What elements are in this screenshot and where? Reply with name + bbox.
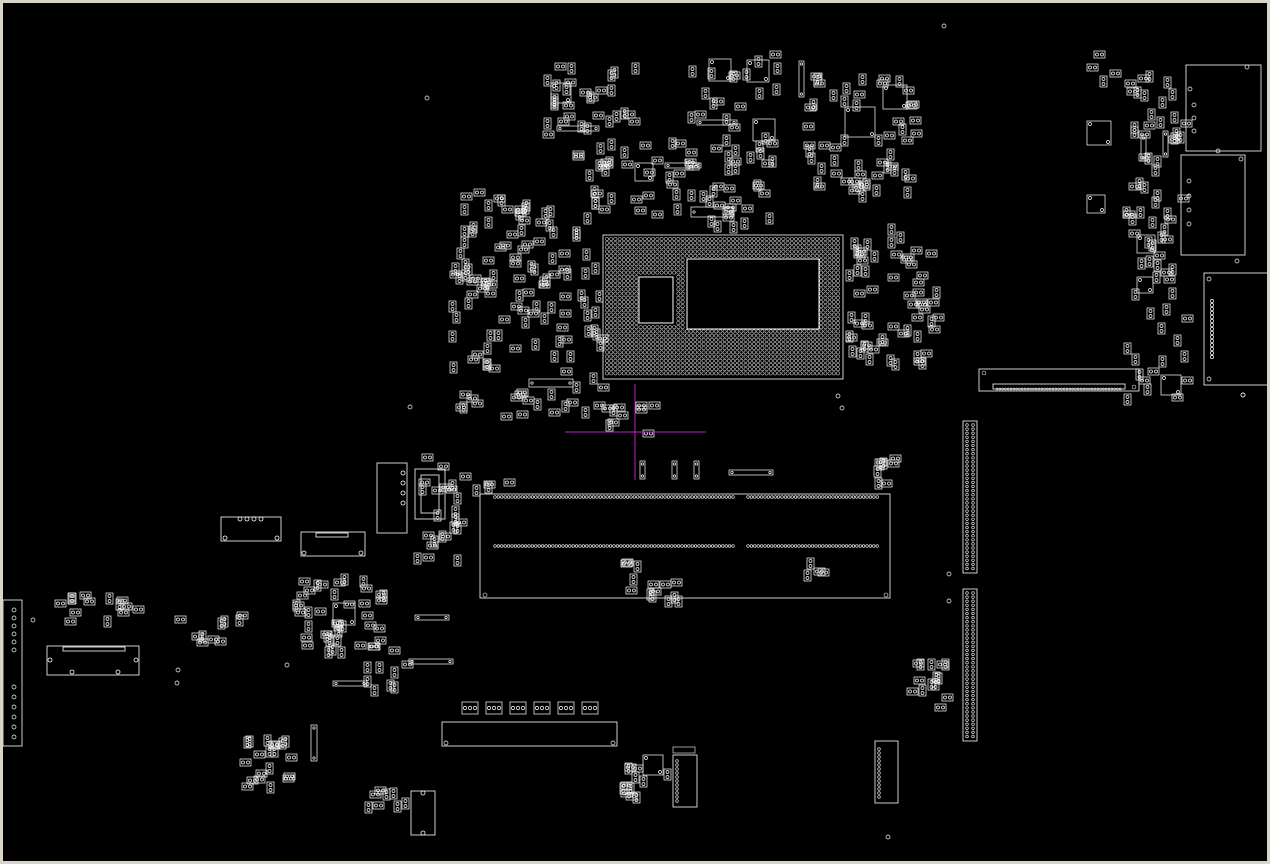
smd-components[interactable]: [54, 50, 1194, 814]
usb-port-2[interactable]: [1180, 154, 1246, 264]
crosshair-cursor-icon: [565, 384, 706, 480]
board-viewport[interactable]: [3, 3, 1267, 861]
inductor-module[interactable]: [376, 462, 446, 534]
fan-connector[interactable]: [672, 746, 698, 808]
hdmi-port[interactable]: [1203, 272, 1267, 398]
keyboard-connector[interactable]: [46, 645, 140, 676]
usb-port-1[interactable]: [1185, 64, 1262, 154]
cpu-bga-package[interactable]: [602, 234, 844, 380]
battery-connector[interactable]: [220, 516, 282, 542]
test-point-vias: [30, 23, 1246, 840]
memory-slot[interactable]: [479, 493, 891, 599]
audio-jack-module[interactable]: [410, 790, 436, 836]
speaker-connector[interactable]: [874, 740, 899, 804]
cpu-die-area: [686, 258, 820, 330]
memory-slot-pins: [482, 495, 889, 598]
pch-die-area: [638, 276, 674, 324]
fpc-connector-right[interactable]: [978, 368, 1140, 392]
touchpad-connector[interactable]: [300, 531, 366, 557]
fpc-connector-bottom[interactable]: [441, 701, 618, 747]
cpu-ball-grid: [605, 237, 840, 376]
pcb-layout-canvas[interactable]: [3, 3, 1267, 861]
vertical-connector-lower[interactable]: [962, 588, 978, 742]
left-edge-connector[interactable]: [3, 599, 23, 747]
vertical-connector-upper[interactable]: [962, 420, 978, 574]
